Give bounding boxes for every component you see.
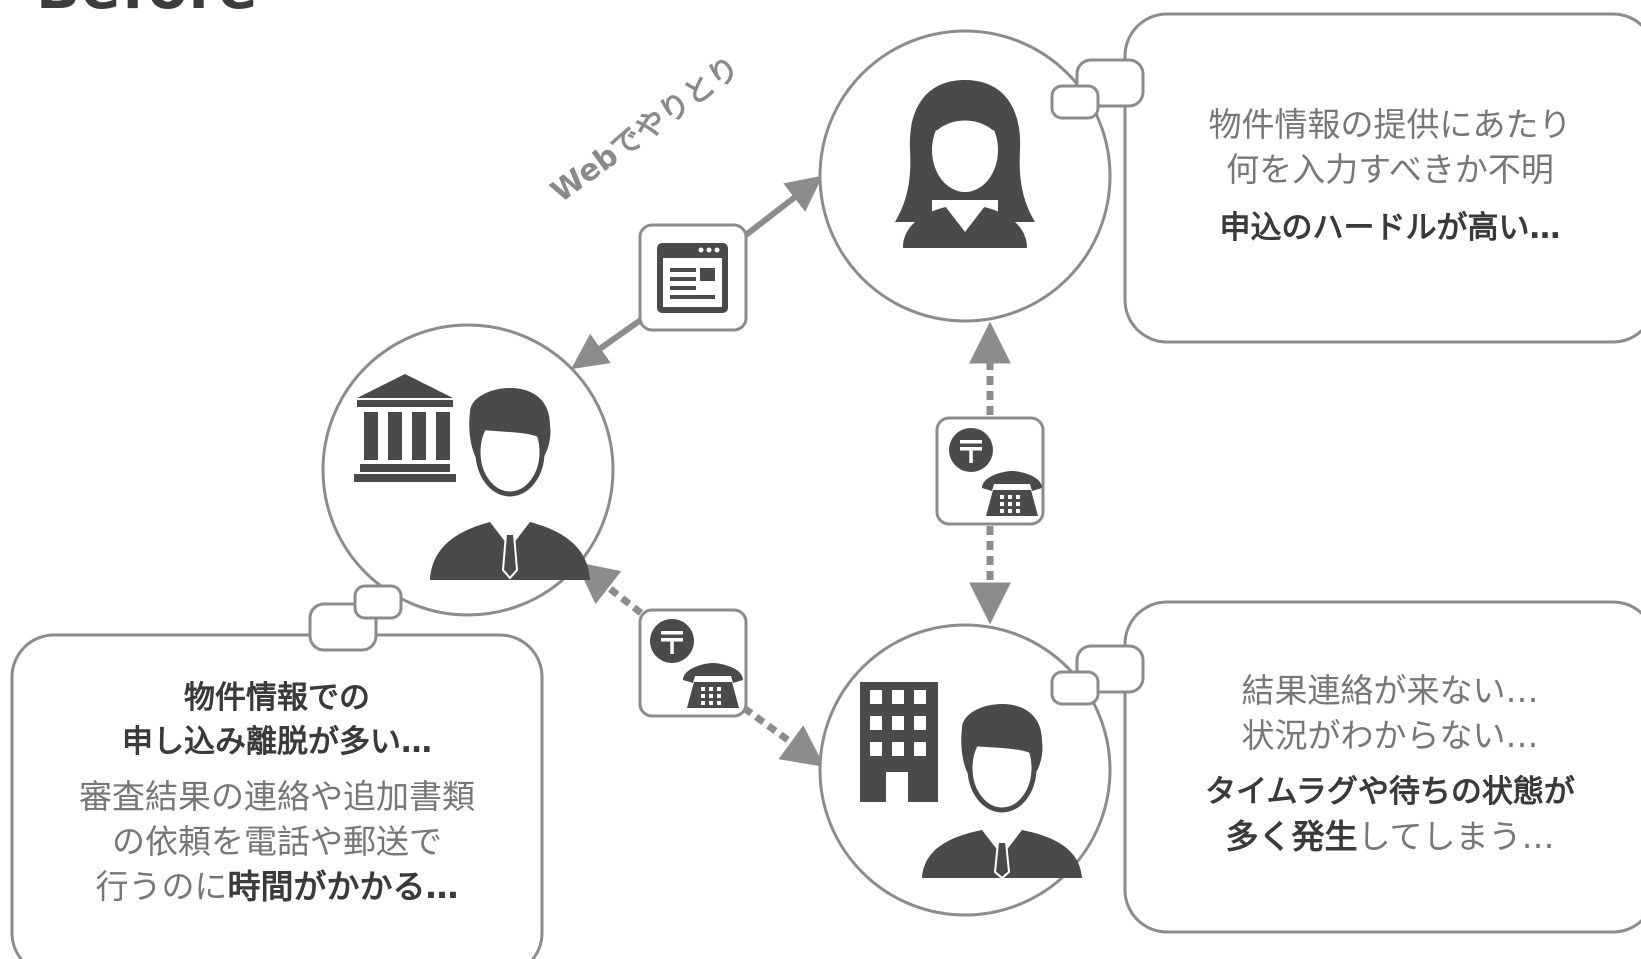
bank-text-line5-normal: 行うのに <box>95 867 228 906</box>
realtor-text-line3: タイムラグや待ちの状態が <box>1205 774 1575 810</box>
office-building-icon <box>860 682 938 802</box>
postal-mark-icon <box>949 428 993 472</box>
telephone-icon <box>982 471 1042 516</box>
bank-text-line2: 申し込み離脱が多い… <box>122 724 432 760</box>
customer-text-line3: 申込のハードルが高い… <box>1219 210 1561 246</box>
realtor-text-line4-normal: してしまう… <box>1357 817 1555 856</box>
postal-phone-connector-right <box>935 416 1045 526</box>
realtor-text-line4: 多く発生してしまう… <box>1150 814 1630 859</box>
realtor-text-line2: 状況がわからない… <box>1241 716 1539 755</box>
browser-connector <box>638 223 748 332</box>
realtor-node <box>818 623 1112 917</box>
bank-text-line3: 審査結果の連絡や追加書類 <box>79 777 475 816</box>
businessman-person-icon <box>430 388 590 580</box>
bank-bubble <box>10 584 544 959</box>
edge-bank-customer-web <box>571 175 823 370</box>
bank-node <box>321 323 615 617</box>
customer-bubble <box>1050 12 1641 344</box>
customer-text-line2: 何を入力すべきか不明 <box>1226 150 1554 189</box>
bank-bubble-text: 物件情報での 申し込み離脱が多い… 審査結果の連絡や追加書類 の依頼を電話や郵送… <box>30 676 524 909</box>
realtor-bubble <box>1050 600 1641 934</box>
businessman-person-icon <box>922 704 1082 880</box>
customer-text-line1: 物件情報の提供にあたり <box>1208 105 1572 144</box>
woman-person-icon <box>895 80 1035 248</box>
bank-building-icon <box>354 374 456 482</box>
page-title: Before <box>36 0 259 22</box>
realtor-bubble-text: 結果連絡が来ない… 状況がわからない… タイムラグや待ちの状態が 多く発生してし… <box>1150 668 1630 859</box>
realtor-text-line1: 結果連絡が来ない… <box>1241 671 1539 710</box>
bank-text-line5: 行うのに時間がかかる… <box>30 864 524 909</box>
bank-text-line4: の依頼を電話や郵送で <box>112 822 442 861</box>
customer-node <box>818 29 1112 323</box>
edge-bank-realtor-postal <box>575 561 825 767</box>
postal-phone-connector-left <box>638 608 748 718</box>
bank-text-line5-bold: 時間がかかる… <box>227 867 459 906</box>
postal-mark-icon <box>650 619 694 663</box>
browser-window-icon <box>657 243 728 313</box>
telephone-icon <box>683 663 743 708</box>
customer-bubble-text: 物件情報の提供にあたり 何を入力すべきか不明 申込のハードルが高い… <box>1150 102 1630 250</box>
bank-text-line1: 物件情報での <box>184 680 370 716</box>
realtor-text-line4-bold: 多く発生 <box>1225 817 1358 856</box>
